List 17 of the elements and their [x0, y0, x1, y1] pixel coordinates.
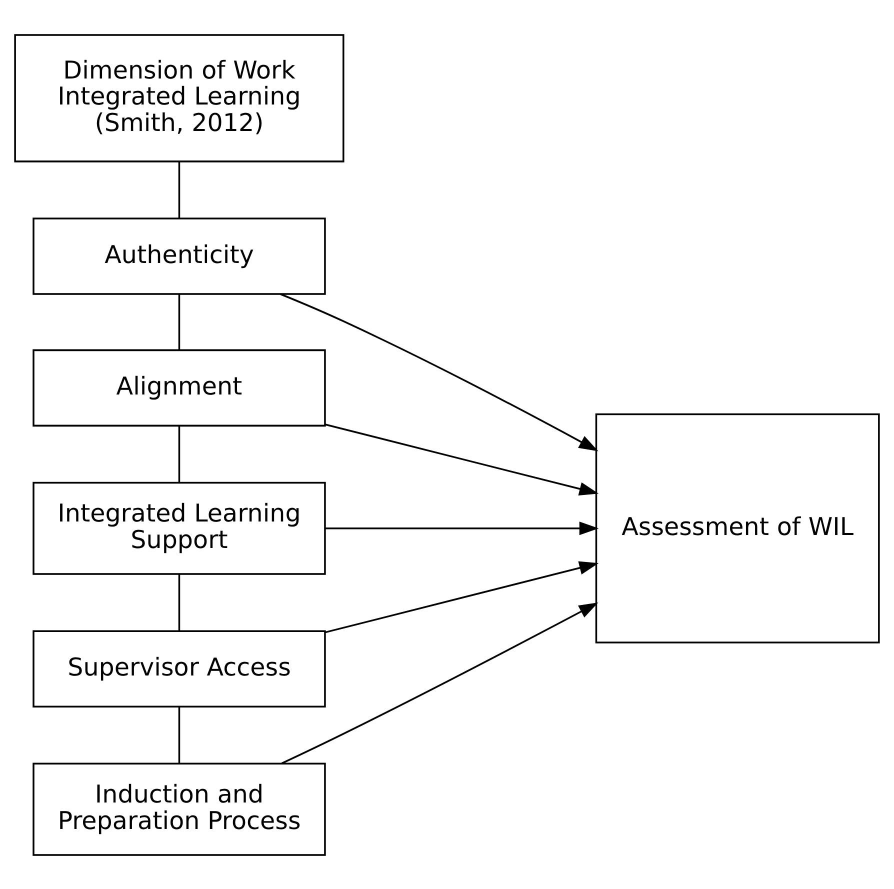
connector [178, 426, 180, 482]
node-box: Authenticity [32, 217, 326, 294]
connector [178, 294, 180, 350]
node-box: Alignment [32, 348, 326, 426]
node-box: Induction and Preparation Process [32, 762, 326, 856]
connector [178, 574, 180, 630]
arrow [281, 602, 598, 764]
node-box: Integrated Learning Support [32, 481, 326, 574]
arrow [325, 521, 599, 535]
connector [178, 706, 180, 763]
connector [178, 161, 180, 218]
node-box: Supervisor Access [32, 630, 326, 707]
arrow [325, 560, 599, 633]
arrow [280, 292, 598, 451]
node-box: Assessment of WIL [595, 412, 880, 643]
node-box: Dimension of Work Integrated Learning (Smith, 2012) [14, 34, 344, 162]
arrow [325, 423, 599, 495]
